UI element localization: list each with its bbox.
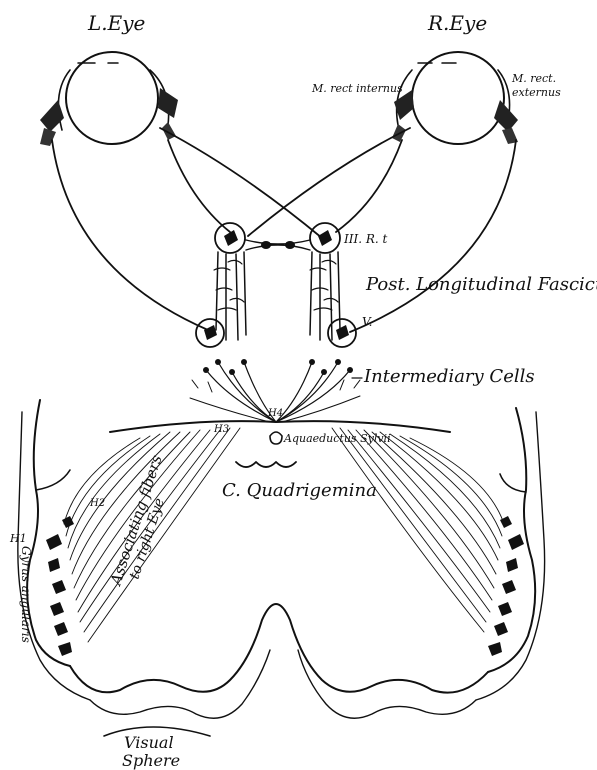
left-eye <box>58 52 168 144</box>
left-eye-label: L.Eye <box>87 11 145 35</box>
right-eye-muscles <box>392 90 518 144</box>
oculomotor-nerve-paths <box>52 128 516 332</box>
fasciculus-right-column <box>310 252 340 340</box>
gyrus-angularis-label: Gyrus angularis <box>19 546 33 643</box>
intermediary-cells-label: Intermediary Cells <box>363 366 535 387</box>
occipital-outline <box>70 604 488 736</box>
c-quadrigemina-label: C. Quadrigemina <box>222 480 377 501</box>
aquaeductus-label: Aquaeductus Sylvii <box>283 432 391 445</box>
nucleus-iii-left <box>215 223 245 253</box>
nucleus-iii-right <box>310 223 340 253</box>
nucleus-v-label: V. <box>362 315 372 329</box>
right-eye <box>397 52 510 144</box>
visual-label: Visual <box>124 733 174 752</box>
nucleus-lower-left <box>196 319 224 347</box>
sphere-label: Sphere <box>122 751 180 770</box>
right-eye-label: R.Eye <box>427 11 487 35</box>
commissure-cells <box>246 240 310 250</box>
m-rect-externus-label-2: externus <box>512 86 561 99</box>
post-longitudinal-fasciculus-label: Post. Longitudinal Fasciculus <box>365 274 597 295</box>
right-hemisphere <box>332 408 545 700</box>
h4-label: H4 <box>267 408 283 419</box>
h3-label: H3 <box>213 424 229 435</box>
m-rect-externus-label-1: M. rect. <box>511 72 556 85</box>
h1-label: H1 <box>9 532 27 545</box>
h2-label: H2 <box>89 498 105 509</box>
nucleus-iii-label: III. R. t <box>343 232 388 246</box>
m-rect-internus-label: M. rect internus <box>311 82 403 95</box>
fasciculus-left-column <box>214 252 246 340</box>
